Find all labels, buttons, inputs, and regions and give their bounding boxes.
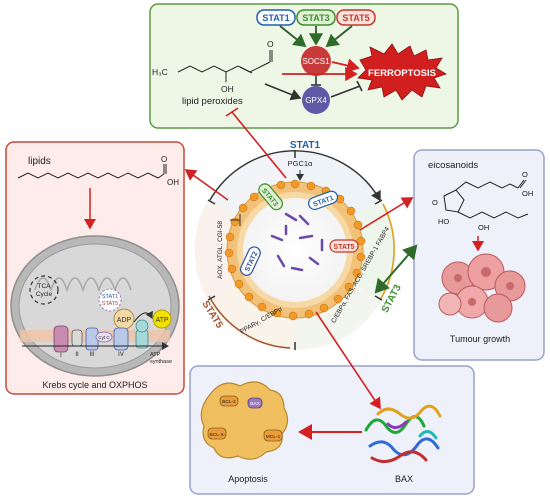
bax-small-protein: BAX bbox=[247, 397, 263, 409]
stat5-to-socs1-arrow bbox=[325, 25, 353, 48]
stat3-tumour-arrow bbox=[374, 244, 418, 294]
svg-text:STAT1: STAT1 bbox=[262, 13, 289, 23]
stat5-pill: STAT5 bbox=[336, 9, 376, 26]
eico-oh-label: OH bbox=[522, 189, 533, 198]
stat3-pill: STAT3 bbox=[296, 9, 336, 26]
socs1-node: SOCS1 bbox=[301, 46, 331, 76]
stat5-to-eicosanoids-arrow bbox=[359, 197, 414, 231]
svg-text:Cyt C: Cyt C bbox=[98, 335, 110, 340]
lipid-peroxide-molecule bbox=[177, 50, 273, 82]
lipids-label: lipids bbox=[28, 156, 51, 167]
tumour-cluster bbox=[438, 253, 526, 323]
fatty-acid-chain bbox=[17, 172, 165, 179]
aldehyde-o-label: O bbox=[267, 39, 274, 49]
svg-text:synthase: synthase bbox=[150, 359, 172, 365]
svg-text:STAT1: STAT1 bbox=[102, 294, 118, 300]
eicosanoids-label: eicosanoids bbox=[428, 160, 478, 171]
inner-lipids bbox=[270, 212, 324, 272]
stat1-inhibits-lipid-peroxides bbox=[231, 111, 287, 179]
svg-text:STAT5: STAT5 bbox=[342, 13, 369, 23]
krebs-panel: lipids O OH TCA Cycle STAT1 STAT5 bbox=[5, 141, 185, 395]
svg-text:FERROPTOSIS: FERROPTOSIS bbox=[368, 68, 436, 79]
svg-text:BAX: BAX bbox=[250, 401, 260, 407]
bax-structure bbox=[364, 404, 442, 463]
atp-node: ATP bbox=[152, 309, 172, 329]
apoptosis-caption: Apoptosis bbox=[228, 474, 268, 484]
adp-node: ADP bbox=[113, 308, 135, 330]
mcl1-protein: MCL-1 bbox=[263, 429, 283, 442]
bclxl-protein: BCL-Xₗ bbox=[207, 427, 227, 440]
droplet-to-lipids-arrow bbox=[184, 169, 229, 201]
cyt-c: Cyt C bbox=[95, 331, 113, 343]
eico-o-label: O bbox=[522, 170, 528, 179]
bcl2-protein: BCL-2 bbox=[219, 395, 239, 407]
svg-text:III: III bbox=[89, 352, 94, 358]
svg-text:ATP: ATP bbox=[150, 352, 161, 358]
h3c-label: H₃C bbox=[152, 67, 168, 77]
svg-text:STAT3: STAT3 bbox=[302, 13, 329, 23]
eico-ho-label: HO bbox=[438, 217, 449, 226]
svg-text:OH: OH bbox=[478, 223, 489, 232]
svg-text:Cycle: Cycle bbox=[36, 291, 53, 298]
svg-text:GPX4: GPX4 bbox=[305, 96, 327, 105]
apoptosis-panel: BCL-2 BAX BCL-Xₗ MCL-1 Apoptosis BAX bbox=[189, 365, 475, 495]
svg-text:STAT5: STAT5 bbox=[333, 244, 354, 251]
krebs-caption: Krebs cycle and OXPHOS bbox=[42, 380, 147, 390]
eico-ring-o-label: O bbox=[432, 198, 438, 207]
svg-text:ATP: ATP bbox=[155, 317, 168, 324]
gpx4-inhibits-ferroptosis bbox=[330, 85, 361, 98]
svg-text:TCA: TCA bbox=[38, 283, 52, 290]
eicosanoid-molecule bbox=[443, 179, 529, 219]
svg-text:II: II bbox=[75, 352, 79, 358]
central-stat1-title: STAT1 bbox=[290, 140, 321, 151]
bax-label: BAX bbox=[395, 474, 413, 484]
ferroptosis-panel: STAT1 STAT3 STAT5 SOCS1 GPX4 FER bbox=[149, 3, 459, 129]
droplet-to-bax-arrow bbox=[315, 311, 381, 410]
apoptotic-cell bbox=[200, 381, 289, 460]
complex-iii: III bbox=[85, 327, 99, 358]
eicosanoids-panel: eicosanoids O OH O HO OH Tumour gr bbox=[413, 149, 545, 361]
left-genes-label: AOX, ATGL, CGI-58 bbox=[217, 221, 224, 279]
stat1-pill: STAT1 bbox=[256, 9, 296, 26]
acid-o-label: O bbox=[161, 155, 167, 164]
tca-cycle: TCA Cycle bbox=[29, 275, 59, 305]
svg-text:ADP: ADP bbox=[117, 317, 132, 324]
central-wheel: STAT1 PGC1α ST bbox=[194, 140, 404, 351]
tumour-growth-caption: Tumour growth bbox=[450, 334, 510, 344]
stat1-to-socs1-arrow bbox=[279, 25, 307, 48]
svg-text:I: I bbox=[60, 353, 62, 359]
stat-small-granule: STAT1 STAT5 bbox=[98, 288, 122, 312]
svg-text:SOCS1: SOCS1 bbox=[302, 57, 330, 66]
hydroxyl-label: OH bbox=[221, 84, 234, 94]
svg-text:BCL-Xₗ: BCL-Xₗ bbox=[210, 432, 225, 438]
stat5-arc bbox=[208, 295, 291, 349]
acid-oh-label: OH bbox=[167, 178, 179, 187]
svg-text:BCL-2: BCL-2 bbox=[222, 399, 236, 405]
lipid-to-gpx4-arrow bbox=[264, 83, 302, 101]
complex-iv: IV bbox=[113, 327, 129, 358]
ferroptosis-burst: FERROPTOSIS bbox=[357, 43, 447, 101]
svg-text:MCL-1: MCL-1 bbox=[266, 434, 281, 440]
svg-text:IV: IV bbox=[118, 352, 124, 358]
lipid-peroxides-label: lipid peroxides bbox=[182, 96, 243, 107]
inner-stat5-pill: STAT5 bbox=[329, 239, 359, 253]
gpx4-node: GPX4 bbox=[302, 86, 330, 114]
svg-text:STAT5: STAT5 bbox=[102, 301, 118, 307]
pgc1a-label: PGC1α bbox=[288, 159, 313, 168]
atp-synthase: ATP synthase bbox=[135, 319, 172, 365]
